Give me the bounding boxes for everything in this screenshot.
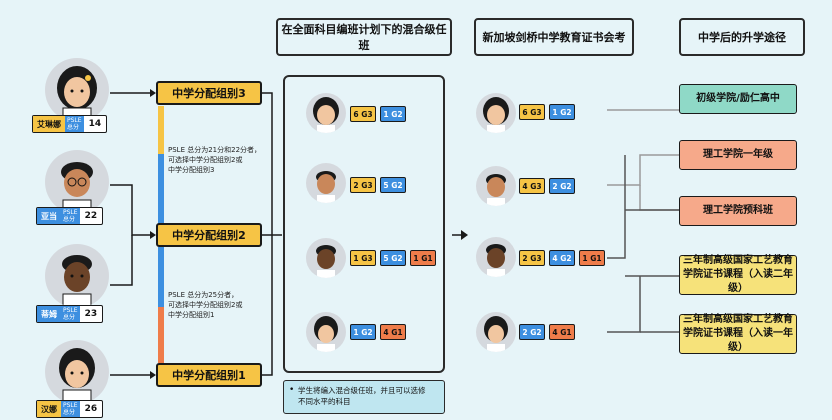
exam-badge: 4 G2	[549, 250, 575, 266]
bullet-icon: •	[289, 385, 295, 395]
girl-icon	[59, 348, 95, 404]
boy-glasses-icon	[486, 174, 506, 206]
note-upper: PSLE 总分为21分和22分者， 可选择中学分配组别2或 中学分配组别3	[168, 146, 262, 174]
arrow-student2	[110, 184, 150, 236]
student-nameplate-1: 艾琳娜 PSLE 总分 14	[32, 115, 108, 133]
pathway-ite-y2: 三年制高级国家工艺教育学院证书课程（入读二年级）	[679, 255, 797, 295]
header-mixed-class-text: 在全面科目编班计划下的混合级任班	[281, 23, 447, 52]
header-pathways: 中学后的升学途径	[679, 18, 805, 56]
girl-icon	[483, 97, 509, 133]
footnote-box: • 学生将编入混合级任班，并且可以选修 不同水平的科目	[283, 380, 445, 414]
student-nameplate-2: 亚当 PSLE 总分 22	[36, 207, 104, 225]
mixed-avatar-2	[306, 163, 346, 203]
psle-score: 26	[84, 404, 98, 414]
student-name: 艾琳娜	[33, 116, 65, 132]
mixed-avatar-3	[306, 238, 346, 278]
stream-g1-label: 中学分配组别1	[172, 369, 246, 382]
boy-icon	[316, 245, 336, 278]
header-pathways-text: 中学后的升学途径	[698, 31, 786, 44]
mixed-class-panel	[283, 75, 445, 373]
exam-badge: 2 G2	[519, 324, 545, 340]
pathway-ite-y1-label: 三年制高级国家工艺教育学院证书课程（入读一年级）	[683, 314, 793, 353]
pathway-jc: 初级学院/励仁高中	[679, 84, 797, 114]
pathway-poly-y1: 理工学院一年级	[679, 140, 797, 170]
exam-avatar-1	[476, 93, 516, 133]
mixed-badge: 4 G1	[380, 324, 406, 340]
girl-icon	[484, 316, 508, 352]
arrow-student3	[110, 235, 133, 286]
pathway-ite-y1: 三年制高级国家工艺教育学院证书课程（入读一年级）	[679, 314, 797, 354]
student-avatar-3	[45, 244, 109, 308]
header-exam-text: 新加坡剑桥中学教育证书会考	[482, 31, 626, 44]
pathway-ite-y2-label: 三年制高级国家工艺教育学院证书课程（入读二年级）	[683, 255, 793, 294]
mixed-badge: 5 G2	[380, 177, 406, 193]
exam-badge: 2 G2	[549, 178, 575, 194]
girl-icon	[313, 97, 339, 133]
psle-label: PSLE 总分	[61, 306, 80, 322]
stream-g1: 中学分配组别1	[156, 363, 262, 387]
mixed-badge: 5 G2	[380, 250, 406, 266]
psle-score: 22	[84, 211, 98, 221]
exam-badge: 4 G3	[519, 178, 545, 194]
exam-badge: 6 G3	[519, 104, 545, 120]
psle-label: PSLE 总分	[61, 208, 80, 224]
exam-badge: 1 G2	[549, 104, 575, 120]
boy-icon	[486, 244, 506, 277]
mixed-avatar-4	[306, 312, 346, 352]
exam-avatar-3	[476, 237, 516, 277]
girl-icon	[57, 66, 97, 122]
footnote-text: 学生将编入混合级任班，并且可以选修 不同水平的科目	[298, 386, 426, 406]
pathway-poly-foundation-label: 理工学院预科班	[703, 205, 773, 216]
student-avatar-1	[45, 58, 109, 122]
mixed-badge: 1 G2	[380, 106, 406, 122]
student-nameplate-4: 汉娜 PSLE 总分 26	[36, 400, 104, 418]
pathway-poly-y1-label: 理工学院一年级	[703, 149, 773, 160]
student-name: 亚当	[37, 208, 61, 224]
student-avatar-4	[45, 340, 109, 404]
stream-g3: 中学分配组别3	[156, 81, 262, 105]
girl-icon	[314, 316, 338, 352]
mixed-avatar-1	[306, 93, 346, 133]
psle-score: 14	[88, 119, 102, 129]
stream-g3-label: 中学分配组别3	[172, 87, 246, 100]
pathway-jc-label: 初级学院/励仁高中	[696, 93, 780, 104]
student-nameplate-3: 蒂姆 PSLE 总分 23	[36, 305, 104, 323]
exam-avatar-2	[476, 166, 516, 206]
boy-glasses-icon	[61, 162, 93, 214]
boy-icon	[62, 255, 92, 308]
mixed-badge: 1 G1	[410, 250, 436, 266]
psle-label: PSLE 总分	[61, 401, 80, 417]
stream-g2-label: 中学分配组别2	[172, 229, 246, 242]
exam-avatar-4	[476, 312, 516, 352]
student-avatar-2	[45, 150, 109, 214]
exam-badge: 4 G1	[549, 324, 575, 340]
mixed-badge: 1 G3	[350, 250, 376, 266]
header-mixed-class: 在全面科目编班计划下的混合级任班	[276, 18, 452, 56]
boy-glasses-icon	[316, 171, 336, 203]
exam-badge: 1 G1	[579, 250, 605, 266]
student-name: 汉娜	[37, 401, 61, 417]
mixed-badge: 1 G2	[350, 324, 376, 340]
mixed-badge: 6 G3	[350, 106, 376, 122]
note-lower: PSLE 总分为25分者， 可选择中学分配组别2或 中学分配组别1	[168, 291, 243, 319]
stream-g2: 中学分配组别2	[156, 223, 262, 247]
exam-badge: 2 G3	[519, 250, 545, 266]
pathway-poly-foundation: 理工学院预科班	[679, 196, 797, 226]
psle-score: 23	[84, 309, 98, 319]
header-exam: 新加坡剑桥中学教育证书会考	[474, 18, 634, 56]
psle-label: PSLE 总分	[65, 116, 84, 132]
mixed-badge: 2 G3	[350, 177, 376, 193]
student-name: 蒂姆	[37, 306, 61, 322]
